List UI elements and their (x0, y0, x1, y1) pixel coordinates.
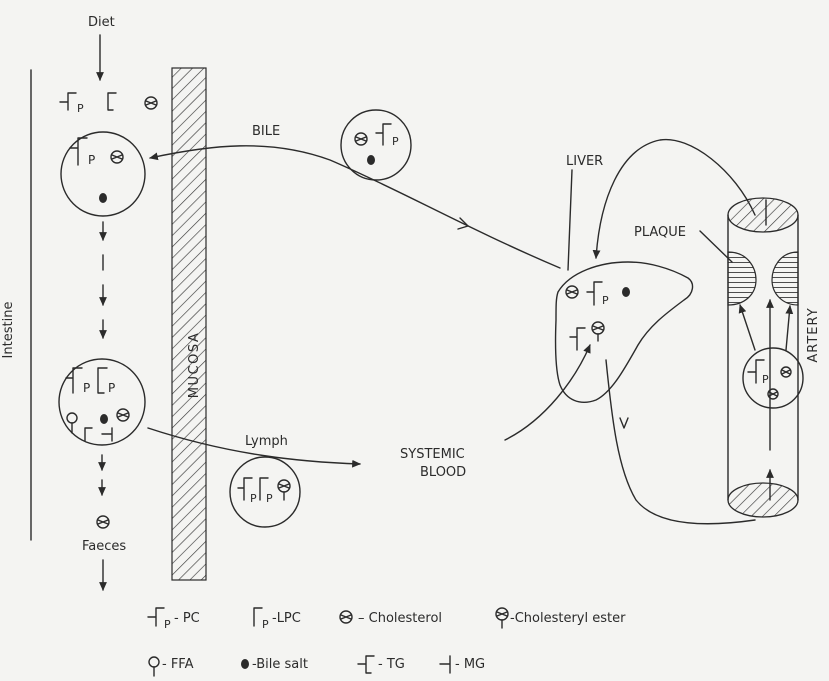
diet-label: Diet (88, 15, 115, 30)
legend-item-pc: P - PC (148, 608, 200, 631)
svg-text:P: P (164, 618, 171, 631)
svg-text:P: P (250, 492, 257, 505)
systemic-to-liver (505, 345, 590, 440)
artery-lipoprotein: P (740, 305, 803, 408)
legend: P - PC P -LPC – Cholesterol -Cholesteryl… (148, 608, 626, 676)
liver-label: LIVER (566, 154, 603, 169)
svg-text:P: P (392, 135, 399, 148)
lymph-chylomicron: P P (230, 457, 300, 527)
bile-pathway (150, 146, 560, 268)
artery-vessel (728, 198, 798, 517)
plaque-deposits (728, 252, 798, 305)
svg-text:- FFA: - FFA (162, 657, 194, 672)
bile-micelle: P (341, 110, 411, 180)
micelle-1: P (61, 132, 145, 216)
svg-text:P: P (762, 373, 769, 386)
diet-lipids-row: P (60, 93, 157, 115)
circulation-down-arrow (620, 418, 628, 428)
liver-organ (555, 262, 692, 402)
svg-text:P: P (88, 153, 95, 167)
plaque-pointer (700, 231, 732, 262)
svg-text:-Bile salt: -Bile salt (252, 657, 308, 672)
svg-text:P: P (602, 294, 609, 307)
svg-text:-Cholesteryl ester: -Cholesteryl ester (510, 611, 626, 626)
faeces-label: Faeces (82, 539, 126, 554)
legend-item-mg: - MG (440, 656, 485, 673)
artery-label: ARTERY (806, 307, 821, 362)
lymph-label: Lymph (245, 434, 288, 449)
bile-label: BILE (252, 124, 280, 139)
liver-label-pointer (568, 170, 572, 270)
systemic-label-2: BLOOD (420, 465, 466, 480)
legend-item-cholesterol: – Cholesterol (340, 611, 442, 626)
svg-text:- PC: - PC (174, 611, 200, 626)
svg-text:P: P (108, 381, 115, 395)
svg-text:P: P (266, 492, 273, 505)
mucosa-label: MUCOSA (187, 332, 202, 398)
plaque-label: PLAQUE (634, 225, 686, 240)
faeces-flow (97, 455, 109, 590)
liver-lipids: P (566, 282, 630, 350)
svg-text:P: P (83, 381, 90, 395)
svg-text:P: P (77, 102, 84, 115)
svg-text:P: P (262, 618, 269, 631)
micelle-2: P P (59, 359, 145, 445)
legend-item-lpc: P -LPC (254, 608, 301, 631)
systemic-label-1: SYSTEMIC (400, 447, 465, 462)
legend-item-bile-salt: -Bile salt (241, 657, 308, 672)
mucosa-wall (172, 68, 206, 580)
legend-item-cholesteryl-ester: -Cholesteryl ester (496, 608, 626, 628)
svg-text:- MG: - MG (455, 657, 485, 672)
svg-text:- TG: - TG (378, 657, 405, 672)
circulation-to-liver (596, 140, 755, 258)
intestine-label: Intestine (1, 302, 16, 359)
legend-item-tg: - TG (358, 656, 405, 673)
legend-item-ffa: - FFA (149, 657, 194, 676)
svg-text:– Cholesterol: – Cholesterol (358, 611, 442, 626)
svg-text:-LPC: -LPC (272, 611, 301, 626)
